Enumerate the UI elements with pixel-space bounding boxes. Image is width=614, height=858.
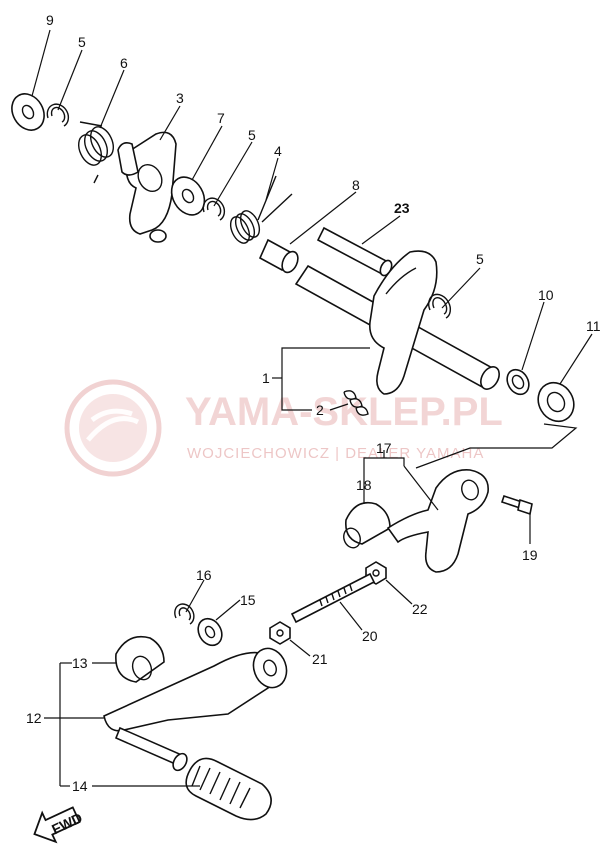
part-spring-6 [77,121,115,184]
part-washer-15 [197,617,223,647]
part-circlip-5c [428,293,452,319]
part-shift-arm-3 [117,131,177,243]
part-washer-7 [170,176,206,216]
part-circlip-5a [46,103,70,127]
callout-2: 2 [316,402,324,418]
callout-21: 21 [312,651,328,667]
part-circlip-5b [202,197,226,221]
callout-8: 8 [352,177,360,193]
callout-16: 16 [196,567,212,583]
callout-20: 20 [362,628,378,644]
callout-10: 10 [538,287,554,303]
part-nut-21 [269,621,291,645]
leader-lines [31,29,593,787]
callout-5-upper-mid: 5 [248,127,256,143]
callout-15: 15 [240,592,256,608]
callout-7: 7 [217,110,225,126]
part-pin-23 [316,226,393,277]
callout-3: 3 [176,90,184,106]
watermark-subtitle: WOJCIECHOWICZ | DEALER YAMAHA [187,445,484,462]
watermark: YAMA-SKLEP.PL WOJCIECHOWICZ | DEALER YAM… [64,379,503,477]
part-collar-8 [258,238,299,274]
part-adjust-rod-20 [290,572,376,624]
callout-4: 4 [274,143,282,159]
callout-17: 17 [376,440,392,456]
callout-labels: 9 5 6 3 7 5 4 8 23 5 10 11 1 2 17 18 19 … [26,12,601,794]
fwd-label: FWD [49,809,85,837]
part-washer-10 [506,368,530,396]
part-rod-end-18 [343,501,391,549]
callout-11: 11 [586,318,601,334]
part-spring-4 [229,175,293,244]
part-shift-pedal-12 [103,647,288,772]
part-circlip-16 [174,603,195,625]
callout-22: 22 [412,601,428,617]
part-shift-shaft-1 [294,250,500,395]
callout-9: 9 [46,12,54,28]
callout-5-right: 5 [476,251,484,267]
watermark-title: YAMA-SKLEP.PL [185,390,503,434]
watermark-logo-disc [79,394,147,462]
part-pedal-rubber-14 [185,757,272,821]
part-bolt-19 [500,494,533,516]
part-joint-17 [386,469,489,573]
watermark-logo-mark [86,408,140,442]
part-oil-seal-11 [537,381,575,423]
callout-18: 18 [356,477,372,493]
part-washer-9 [11,93,45,131]
callout-1: 1 [262,370,270,386]
callout-14: 14 [72,778,88,794]
fwd-arrow: FWD [33,806,85,844]
watermark-logo-ring [64,379,162,477]
callout-5-upper-left: 5 [78,34,86,50]
callout-23: 23 [394,200,410,216]
callout-13: 13 [72,655,88,671]
part-spring-2 [343,390,369,416]
part-rod-end-13 [115,635,165,683]
callout-19: 19 [522,547,538,563]
callout-12: 12 [26,710,42,726]
callout-6: 6 [120,55,128,71]
